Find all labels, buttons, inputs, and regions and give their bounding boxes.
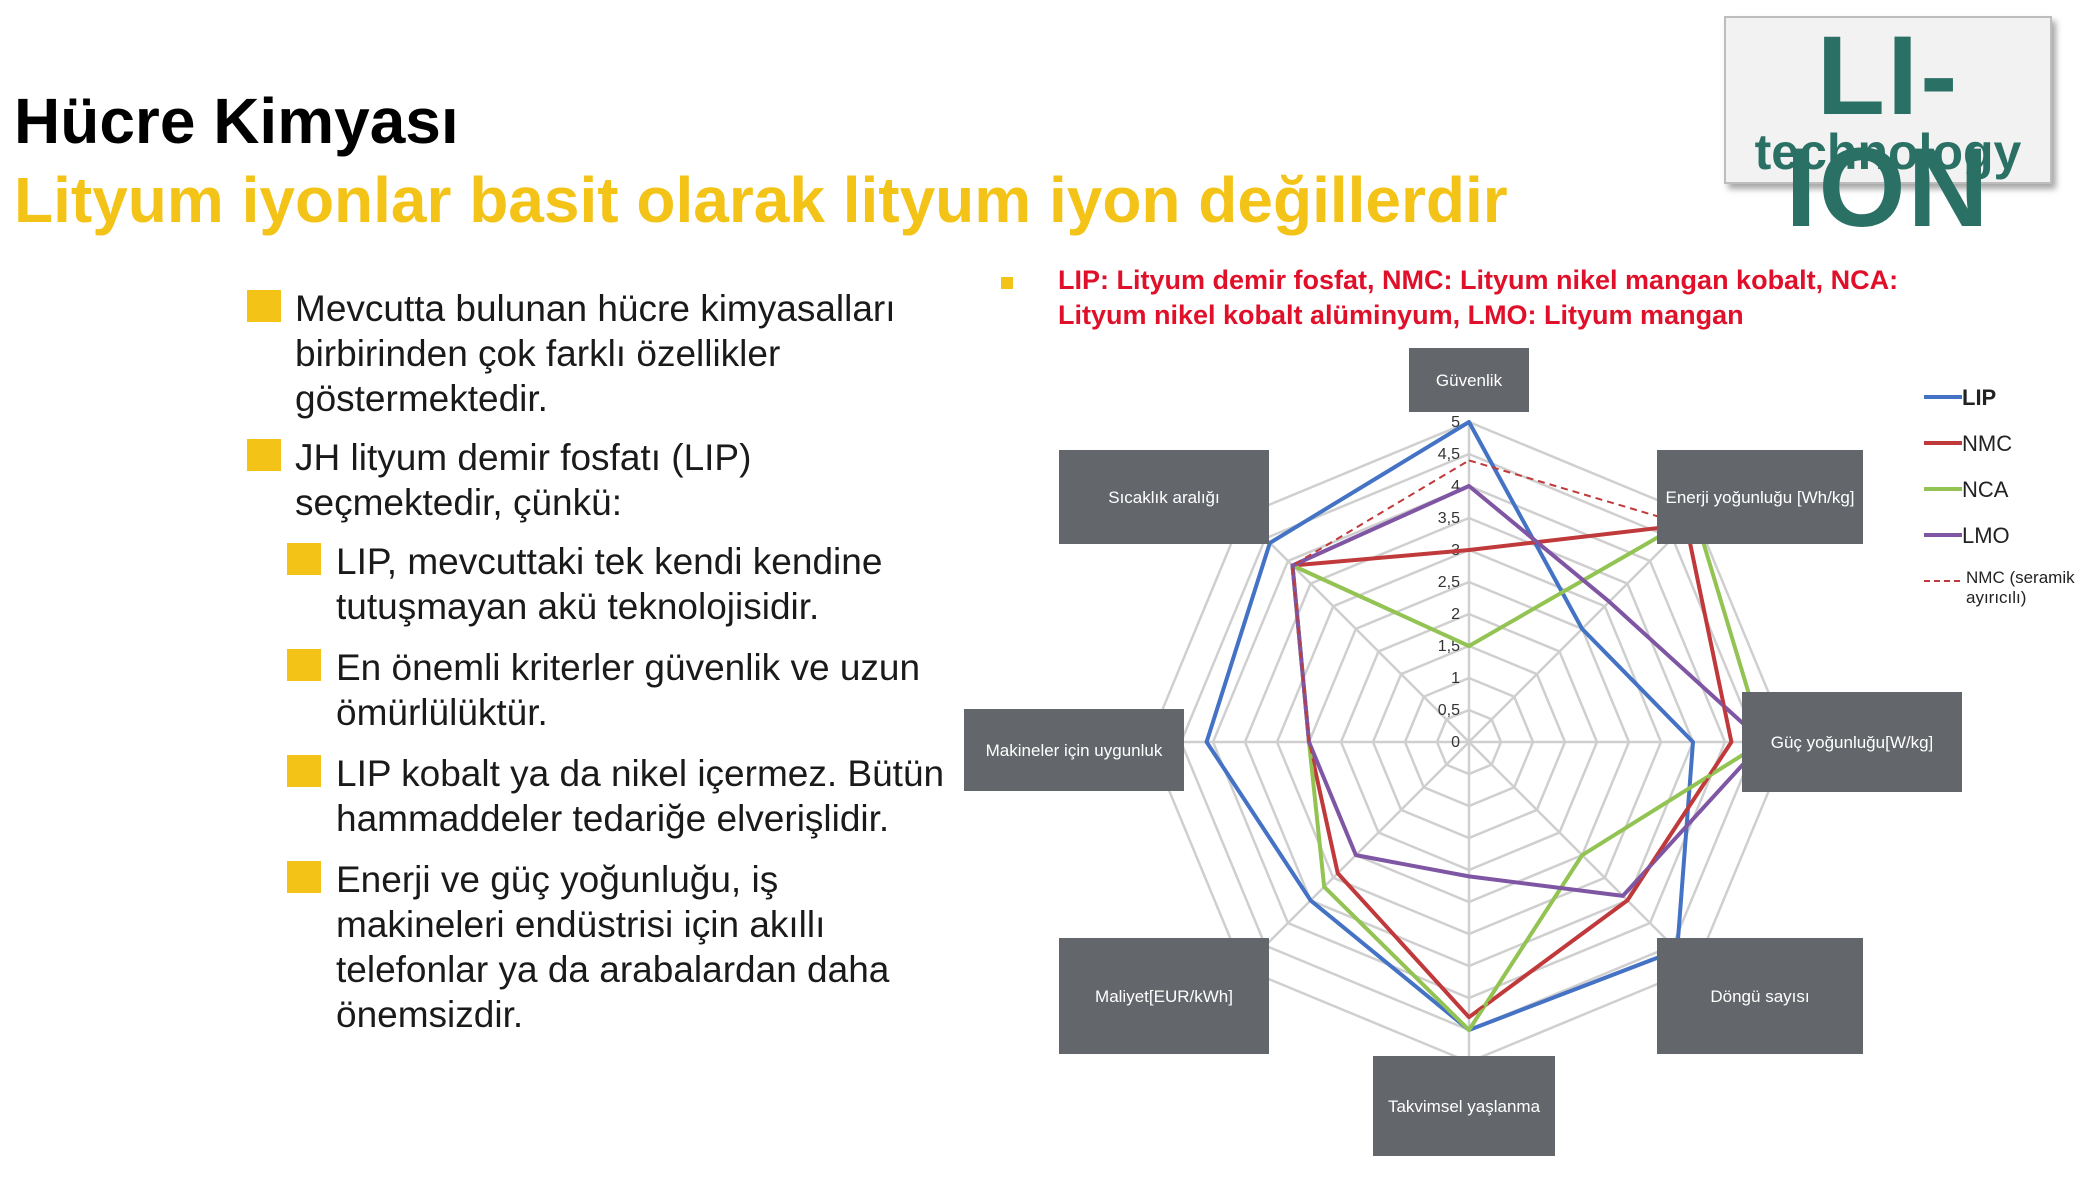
axis-label: Güvenlik	[1436, 371, 1503, 390]
axis-label: Takvimsel yaşlanma	[1388, 1097, 1541, 1116]
tick-label: 1,5	[1438, 638, 1460, 655]
series-line-lmo	[1290, 484, 1766, 898]
bullet-square-icon	[247, 290, 281, 322]
slide-title: Hücre Kimyası	[14, 85, 459, 157]
axis-label: Maliyet[EUR/kWh]	[1095, 987, 1233, 1006]
bullet-square-icon	[247, 439, 281, 471]
legend-label-continued: ayırıcılı)	[1966, 588, 2026, 607]
note-text: LIP: Lityum demir fosfat, NMC: Lityum ni…	[1058, 265, 1899, 330]
grid-spoke	[1241, 514, 1470, 743]
bullet-list: Mevcutta bulunan hücre kimyasalları birb…	[247, 286, 947, 1053]
axis-label: Sıcaklık aralığı	[1108, 488, 1220, 507]
axis-label: Makineler için uygunluk	[986, 741, 1163, 760]
bullet-text: Mevcutta bulunan hücre kimyasalları birb…	[295, 288, 896, 419]
axis-label-box	[1059, 938, 1269, 1054]
tick-label: 4,5	[1438, 446, 1460, 463]
li-ion-technology-logo: LI-ION technology	[1724, 16, 2052, 244]
axis-label-box	[964, 709, 1184, 791]
axis-label-box	[1059, 450, 1269, 544]
tick-label: 2,5	[1438, 574, 1460, 591]
logo-tagline: technology	[1754, 124, 2022, 180]
axis-label: Güç yoğunluğu[W/kg]	[1771, 733, 1934, 752]
series-line-nmc	[1291, 459, 1733, 1019]
axis-label-box	[1409, 348, 1529, 412]
axis-label-box	[1373, 1056, 1555, 1156]
tick-label: 5	[1451, 414, 1460, 431]
bullet-item: Mevcutta bulunan hücre kimyasalları birb…	[247, 286, 947, 421]
sub-bullet-item: LIP kobalt ya da nikel içermez. Bütün ha…	[247, 751, 947, 841]
legend-label: NCA	[1962, 477, 2009, 502]
bullet-square-icon	[287, 861, 321, 893]
sub-bullet-text: En önemli kriterler güvenlik ve uzun ömü…	[336, 647, 921, 733]
legend-label: NMC (seramik	[1966, 568, 2075, 587]
sub-bullet-item: LIP, mevcuttaki tek kendi kendine tutuşm…	[247, 539, 947, 629]
bullet-square-icon	[287, 649, 321, 681]
legend-label: LIP	[1962, 385, 1996, 410]
axis-label-box	[1657, 450, 1863, 544]
axis-label-box	[1742, 692, 1962, 792]
sub-bullet-item: Enerji ve güç yoğunluğu, iş makineleri e…	[247, 857, 947, 1037]
axis-label-box	[1657, 938, 1863, 1054]
tick-label: 3,5	[1438, 510, 1460, 527]
bullet-text: JH lityum demir fosfatı (LIP) seçmektedi…	[295, 437, 752, 523]
legend-label: LMO	[1962, 523, 2010, 548]
tick-label: 0	[1451, 734, 1460, 751]
sub-bullet-item: En önemli kriterler güvenlik ve uzun ömü…	[247, 645, 947, 735]
tick-label: 4	[1451, 478, 1460, 495]
tick-label: 0,5	[1438, 702, 1460, 719]
axis-label: Enerji yoğunluğu [Wh/kg]	[1666, 488, 1855, 507]
legend-label: NMC	[1962, 431, 2012, 456]
tick-label: 2	[1451, 606, 1460, 623]
sub-bullet-text: LIP kobalt ya da nikel içermez. Bütün ha…	[336, 753, 945, 839]
tick-label: 1	[1451, 670, 1460, 687]
bullet-square-icon	[287, 543, 321, 575]
chemistry-abbreviation-note: LIP: Lityum demir fosfat, NMC: Lityum ni…	[1001, 263, 1918, 333]
slide-subtitle: Lityum iyonlar basit olarak lityum iyon …	[14, 164, 1508, 236]
sub-bullet-text: Enerji ve güç yoğunluğu, iş makineleri e…	[336, 859, 890, 1035]
bullet-square-icon	[1001, 277, 1013, 289]
bullet-square-icon	[287, 755, 321, 787]
logo-wordmark: LI-ION	[1785, 13, 1991, 250]
sub-bullet-text: LIP, mevcuttaki tek kendi kendine tutuşm…	[336, 541, 883, 627]
axis-label: Döngü sayısı	[1710, 987, 1809, 1006]
bullet-item: JH lityum demir fosfatı (LIP) seçmektedi…	[247, 435, 947, 525]
